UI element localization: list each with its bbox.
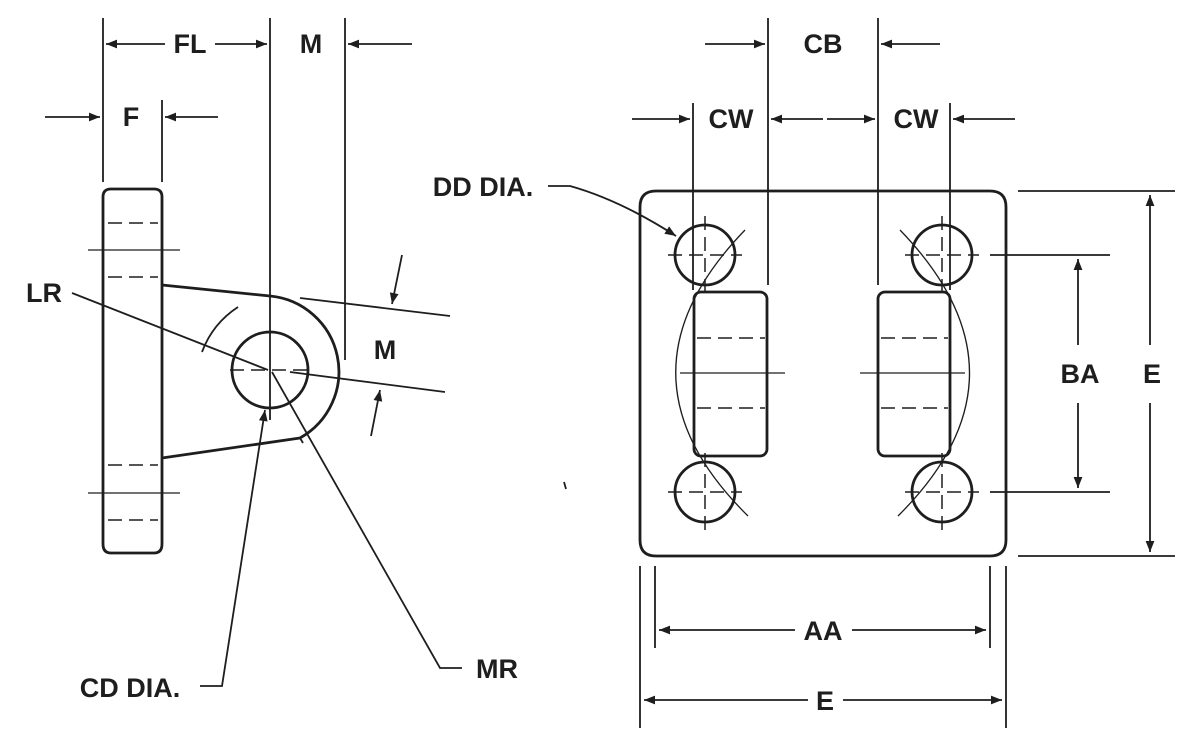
label-aa: AA: [804, 616, 843, 646]
dimension-arrow-m-side-bottom: [370, 389, 383, 437]
mounting-hole-bottom-right: [905, 453, 979, 531]
lug-tangent-mark: [299, 437, 304, 444]
lug-block-right: [876, 290, 952, 458]
lug-block-left: [692, 290, 769, 458]
label-ba: BA: [1061, 359, 1100, 389]
label-dd-dia: DD DIA.: [433, 172, 534, 202]
leader-lr: [71, 292, 269, 371]
stray-mark: [563, 481, 567, 490]
mounting-hole-bottom-left: [668, 453, 742, 531]
arc-right: [897, 229, 971, 517]
label-f: F: [123, 102, 140, 132]
label-e-bottom: E: [816, 686, 834, 716]
dimension-arrow-m-side-top: [389, 254, 403, 305]
label-cw-right: CW: [894, 104, 939, 134]
arc-left: [675, 229, 749, 517]
lug-outline: [161, 283, 341, 460]
extension-line-m-bottom: [289, 371, 446, 393]
label-cd-dia: CD DIA.: [80, 673, 181, 703]
label-fl: FL: [174, 29, 207, 59]
label-e-right: E: [1143, 359, 1161, 389]
leader-dd-dia: [548, 185, 677, 237]
label-cb: CB: [804, 29, 843, 59]
lr-radius-arc: [201, 306, 239, 353]
side-view: FL M F LR M CD DIA.: [26, 18, 518, 703]
label-cw-left: CW: [709, 104, 754, 134]
mounting-hole-top-right: [905, 216, 979, 294]
base-plate: [638, 189, 1008, 558]
mounting-hole-top-left: [668, 216, 742, 294]
label-m-side: M: [374, 335, 397, 365]
flange-plate: [101, 187, 164, 555]
label-lr: LR: [26, 278, 62, 308]
label-m-top: M: [300, 29, 323, 59]
plan-view: CB CW CW DD DIA.: [433, 18, 1175, 728]
label-mr: MR: [476, 654, 518, 684]
leader-cd-dia: [200, 409, 268, 687]
extension-line-m-top: [299, 297, 451, 317]
leader-mr: [271, 371, 462, 669]
